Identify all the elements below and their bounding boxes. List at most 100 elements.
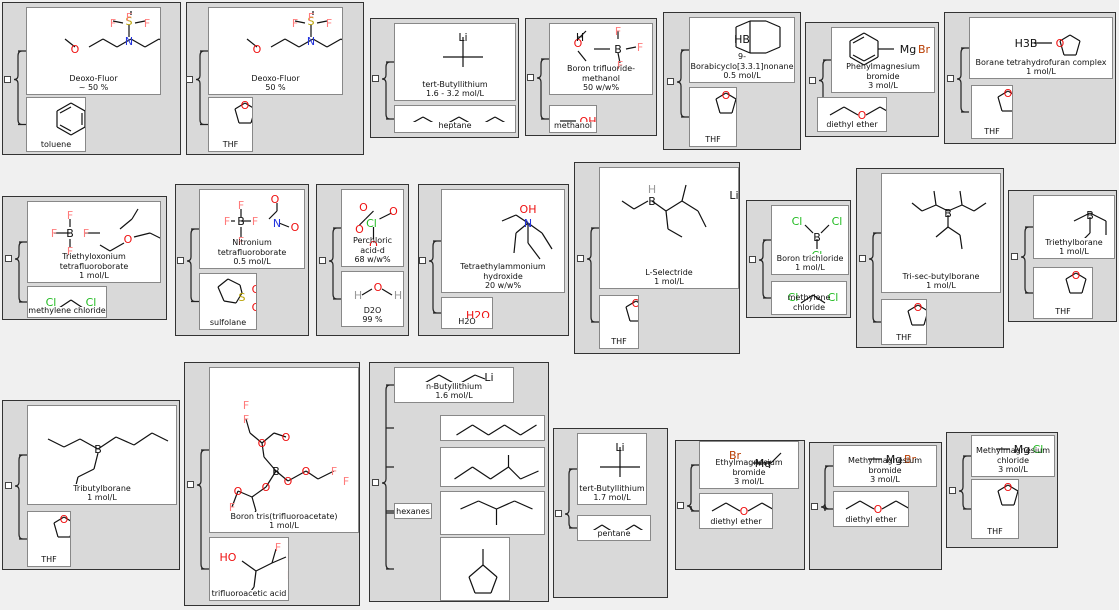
bond-line [84,110,85,111]
select-checkbox[interactable] [677,502,684,509]
select-checkbox[interactable] [1011,253,1018,260]
select-checkbox[interactable] [811,503,818,510]
compound-card[interactable]: BOOOOOOFFFFFFBoron tris(trifluoroacetate… [209,367,359,533]
compound-card[interactable]: SOOsulfolane [199,273,257,330]
compound-card[interactable]: pentane [577,515,651,541]
bond-line [251,496,257,512]
select-checkbox[interactable] [372,75,379,82]
brace-path [956,47,969,113]
bond-line [244,102,252,108]
bond-line [253,570,257,588]
compound-card[interactable]: heptane [394,105,516,133]
select-checkbox[interactable] [177,257,184,264]
compound-card[interactable]: SFFFNOODeoxo-Fluor~ 50 % [26,7,161,95]
select-checkbox[interactable] [187,481,194,488]
bond-line [63,438,81,448]
compound-card[interactable] [440,415,545,441]
bond-line [64,38,76,48]
select-checkbox[interactable] [947,75,954,82]
atom-label: Mg [1014,443,1030,456]
select-checkbox[interactable] [5,255,12,262]
select-checkbox[interactable] [372,479,379,486]
bond-line [270,38,286,48]
compound-card[interactable]: hexanes [394,503,432,519]
compound-name: methylene chloride [28,305,106,315]
select-checkbox[interactable] [859,255,866,262]
bond-line [494,116,506,122]
atom-label: O [858,109,867,121]
compound-card[interactable] [440,537,510,601]
compound-name: THF [611,336,627,346]
bond-line [249,432,263,444]
select-checkbox[interactable] [667,78,674,85]
compound-card[interactable] [440,491,545,535]
select-checkbox[interactable] [749,256,756,263]
bond-line [625,306,631,322]
compound-card[interactable]: toluene [26,97,86,152]
select-checkbox[interactable] [527,74,534,81]
compound-name: THF [222,139,239,149]
bond-line [484,116,496,122]
select-checkbox[interactable] [186,75,193,83]
select-checkbox[interactable] [809,76,816,84]
select-checkbox[interactable] [577,255,584,262]
select-checkbox[interactable] [4,75,11,83]
compound-card[interactable]: HOOFFFtrifluoroacetic acid [209,537,289,601]
grouping-brace [956,47,969,113]
select-checkbox[interactable] [949,487,956,494]
atom-label: O [302,465,311,478]
compound-amount: 50 % [265,82,286,92]
compound-name: Deoxo-Fluor [251,73,300,83]
bond-line [69,534,70,537]
select-checkbox[interactable] [419,257,426,264]
grouping-brace [686,464,699,512]
compound-card[interactable] [440,447,545,487]
atom-label: F [287,569,289,582]
select-checkbox[interactable] [319,257,326,264]
select-checkbox[interactable] [5,482,12,489]
bond-line [863,32,879,42]
bond-line [263,456,277,472]
bond-line [515,214,529,224]
compound-amount: 99 % [362,314,383,324]
compound-name: diethyl ether [845,514,897,524]
select-checkbox[interactable] [555,510,562,517]
bond-line [490,576,498,594]
